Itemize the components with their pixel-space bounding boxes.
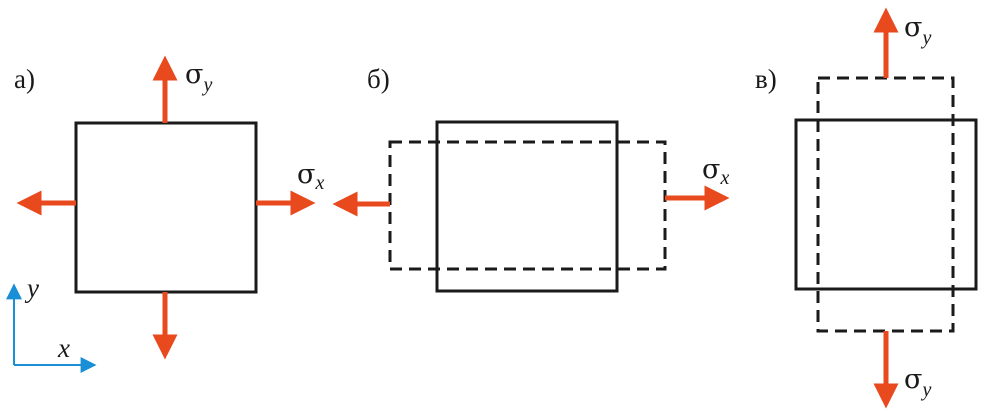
panel-c-original-square xyxy=(794,118,978,291)
panel-c: в) σy σy xyxy=(755,7,978,409)
panel-b-deformed-rect xyxy=(388,140,667,271)
panel-a: а) σy σx xyxy=(14,55,324,360)
coordinate-axes: y x xyxy=(6,273,97,373)
panel-c-sigma-y-top-label: σy xyxy=(904,12,931,49)
x-axis-label: x xyxy=(57,333,70,363)
panel-a-square xyxy=(74,121,258,294)
panel-a-sigma-x-label: σx xyxy=(297,159,324,194)
panel-c-deformed-rect xyxy=(816,76,955,333)
panel-a-sigma-x-symbol: σ xyxy=(297,159,315,190)
panel-c-sigma-y-bottom-subscript: y xyxy=(920,379,931,401)
panel-c-sigma-y-top-subscript: y xyxy=(920,27,931,49)
panel-b-label: б) xyxy=(367,64,390,94)
panel-c-sigma-y-bottom-label: σy xyxy=(904,364,931,401)
panel-b-sigma-x-label: σx xyxy=(702,154,729,189)
panel-a-sigma-y-symbol: σ xyxy=(185,59,203,90)
panel-a-sigma-x-subscript: x xyxy=(314,172,324,194)
panel-a-label: а) xyxy=(14,64,35,94)
panel-a-sigma-y-subscript: y xyxy=(201,74,212,96)
panel-a-sigma-y-label: σy xyxy=(185,59,212,96)
panel-b: б) σx xyxy=(332,64,730,293)
panel-c-sigma-y-top-symbol: σ xyxy=(904,12,922,43)
y-axis-label: y xyxy=(24,273,39,303)
panel-b-sigma-x-subscript: x xyxy=(719,167,729,189)
panel-b-original-square xyxy=(435,120,619,293)
panel-c-label: в) xyxy=(755,64,777,94)
panel-c-sigma-y-bottom-symbol: σ xyxy=(904,364,922,395)
panel-b-sigma-x-symbol: σ xyxy=(702,154,720,185)
